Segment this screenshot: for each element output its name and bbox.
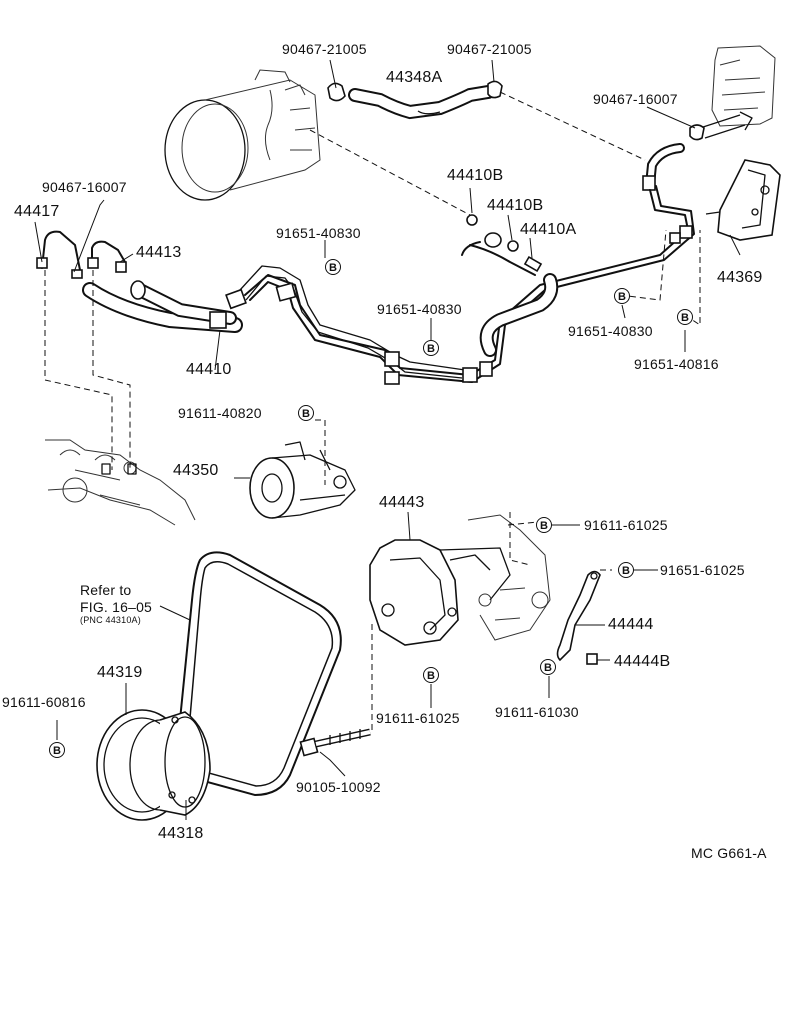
part-label: 44444B	[614, 653, 671, 670]
b-marker: B	[49, 742, 65, 758]
part-label: 91611-61025	[584, 517, 668, 533]
hose-44410	[82, 280, 243, 333]
part-label: 91651-40830	[377, 301, 462, 317]
figure-code: MC G661-A	[691, 845, 767, 861]
b-marker: B	[325, 259, 341, 275]
part-label: 91651-40830	[568, 323, 653, 339]
part-label: 44417	[14, 203, 60, 220]
reference-line-1: Refer to	[80, 582, 132, 598]
b-marker: B	[540, 659, 556, 675]
part-label: 90467-21005	[447, 41, 532, 57]
part-label: 44443	[379, 494, 425, 511]
part-label: 44319	[97, 664, 143, 681]
b-marker: B	[618, 562, 634, 578]
drive-belt	[173, 551, 342, 797]
b-marker: B	[677, 309, 693, 325]
engine-sketch	[467, 514, 551, 641]
part-label: 90467-16007	[42, 179, 127, 195]
clamps-top	[327, 80, 705, 141]
part-label: 91611-60816	[2, 694, 86, 710]
part-label: 44410B	[487, 197, 544, 214]
reservoir-sketch	[699, 45, 776, 139]
part-label: 90467-16007	[593, 91, 678, 107]
part-label: 44444	[608, 616, 654, 633]
bolt-90105	[299, 728, 371, 757]
part-label: 91611-61025	[376, 710, 460, 726]
part-label: 90105-10092	[296, 779, 381, 795]
part-label: 44410A	[520, 221, 577, 238]
part-label: 44318	[158, 825, 204, 842]
pump-44350	[249, 441, 356, 519]
bracket-44369	[705, 159, 781, 241]
pulley	[96, 709, 211, 821]
compressor-sketch	[164, 69, 321, 201]
b-marker: B	[614, 288, 630, 304]
pipes-left	[36, 230, 127, 279]
reference-line-2: FIG. 16–05	[80, 599, 153, 615]
part-label: 44369	[717, 269, 763, 286]
reference-line-3: (PNC 44310A)	[80, 615, 141, 625]
part-label: 44350	[173, 462, 219, 479]
part-label: 91651-40816	[634, 356, 719, 372]
small-parts	[466, 214, 543, 273]
pressure-lines	[239, 185, 695, 383]
adjust-bar-44444	[556, 570, 601, 665]
part-label: 91651-61025	[660, 562, 745, 578]
part-label: 44410B	[447, 167, 504, 184]
b-marker: B	[423, 667, 439, 683]
part-label: 44410	[186, 361, 232, 378]
bracket-44443	[369, 539, 511, 646]
part-label: 44413	[136, 244, 182, 261]
part-label: 90467-21005	[282, 41, 367, 57]
b-marker: B	[298, 405, 314, 421]
hose-44410-right	[461, 232, 559, 357]
line-fittings	[225, 225, 693, 385]
return-hose	[642, 143, 685, 191]
part-label: 91611-61030	[495, 704, 579, 720]
leader-lines	[34, 59, 741, 820]
b-marker: B	[536, 517, 552, 533]
b-marker: B	[423, 340, 439, 356]
part-label: 91651-40830	[276, 225, 361, 241]
part-label: 91611-40820	[178, 405, 262, 421]
part-label: 44348A	[386, 69, 443, 86]
hose-44348a	[348, 85, 495, 120]
steering-gear-sketch	[45, 439, 196, 526]
